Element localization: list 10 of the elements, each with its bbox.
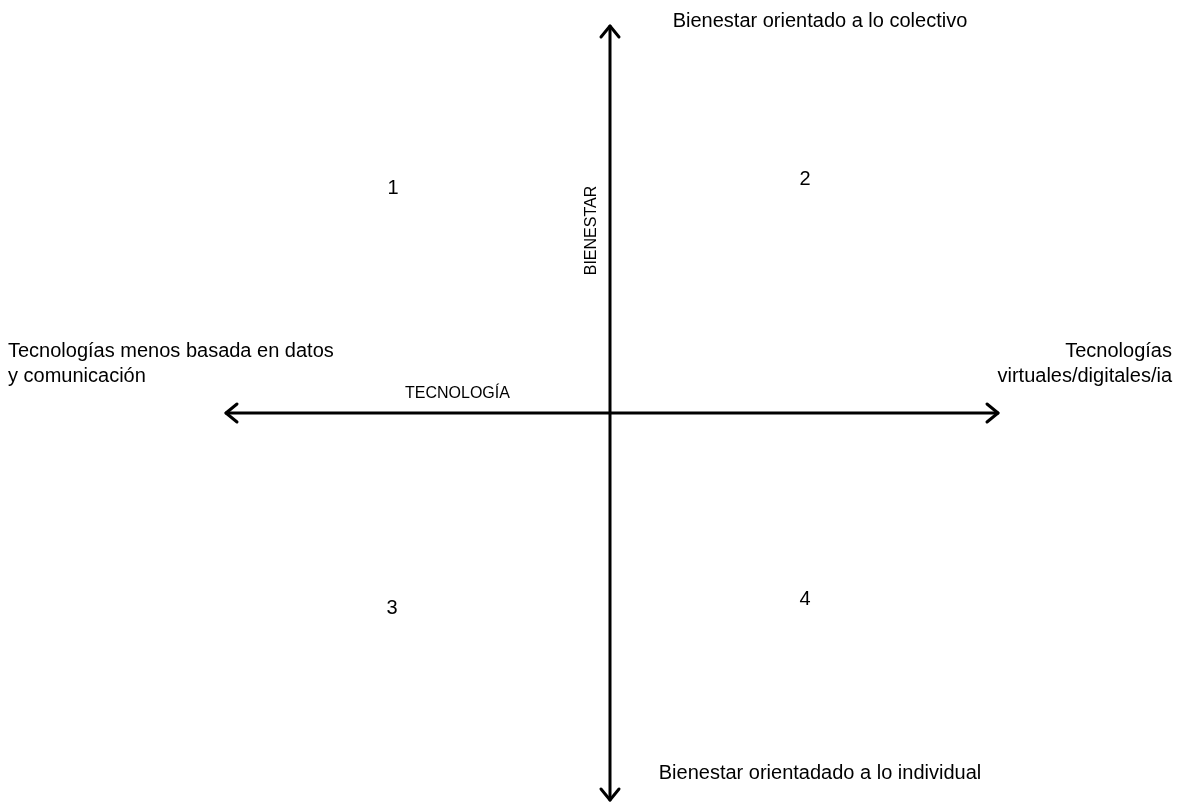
- quadrant-number: 1: [386, 175, 400, 200]
- quadrant-number: 2: [798, 166, 812, 191]
- axis-end-label: Tecnologías virtuales/digitales/ia: [996, 338, 1172, 388]
- quadrant-number: 3: [385, 595, 399, 620]
- axis-end-label: Bienestar orientadado a lo individual: [657, 760, 983, 785]
- axis-end-label: Bienestar orientado a lo colectivo: [671, 8, 969, 33]
- quadrant-number: 4: [798, 586, 812, 611]
- axis-title: BIENESTAR: [580, 184, 600, 278]
- axis-title: TECNOLOGÍA: [405, 382, 511, 403]
- axis-end-label: Tecnologías menos basada en datos y comunicación: [8, 338, 335, 388]
